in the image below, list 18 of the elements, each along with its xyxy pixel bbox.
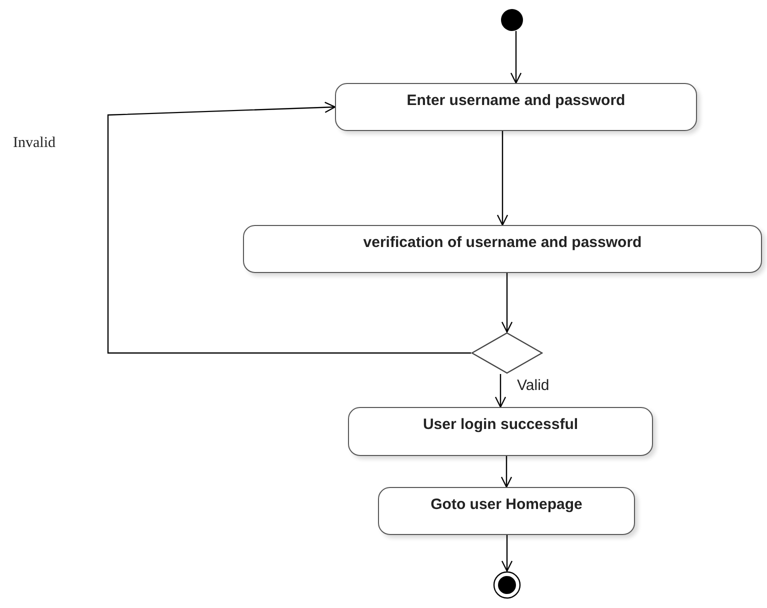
arrow <box>496 131 508 226</box>
activity-label: User login successful <box>422 415 578 435</box>
activity-box <box>335 83 697 131</box>
end-node <box>493 571 521 599</box>
arrow <box>501 535 513 572</box>
arrow <box>500 456 512 488</box>
decision-diamond <box>471 332 543 374</box>
activity-label: Goto user Homepage <box>430 495 582 515</box>
arrow <box>107 102 471 354</box>
activity-label: verification of username and password <box>363 233 642 253</box>
activity-box <box>243 225 762 273</box>
arrow <box>510 31 522 84</box>
arrow <box>494 374 506 408</box>
arrow <box>501 273 513 333</box>
start-node <box>501 9 523 31</box>
activity-label: Enter username and password <box>406 91 626 111</box>
activity-box <box>348 407 653 456</box>
activity-box <box>378 487 635 535</box>
